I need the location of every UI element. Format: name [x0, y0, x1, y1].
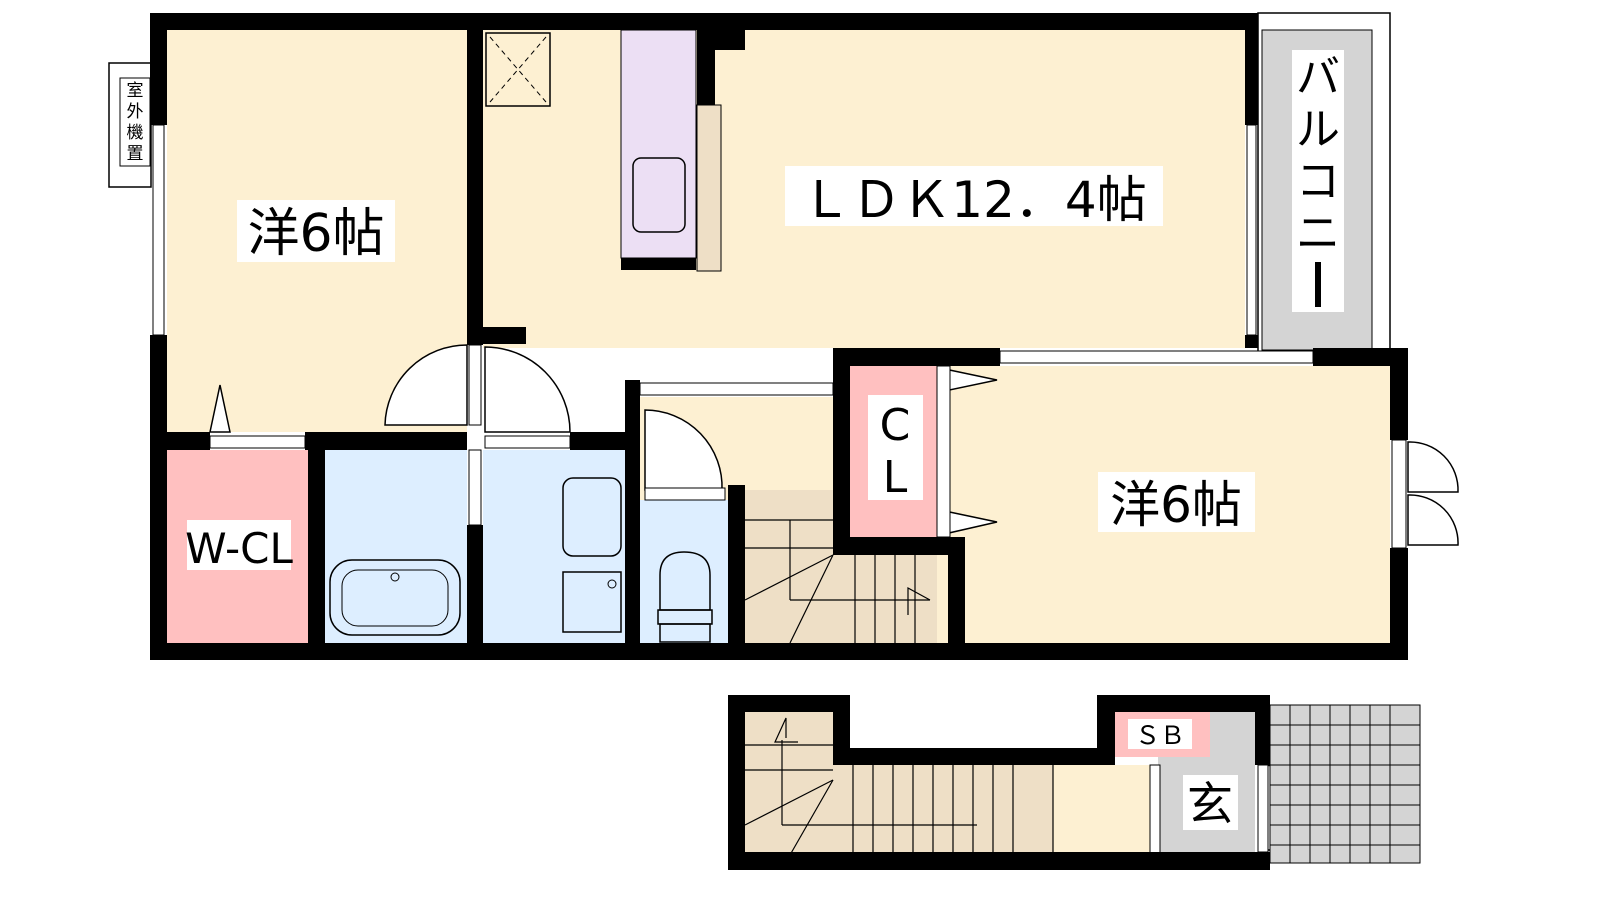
ldk-label: ＬＤＫ12．4帖	[801, 171, 1146, 229]
balcony-label: バ	[1296, 52, 1340, 103]
entrance-label: 玄	[1187, 777, 1233, 831]
kitchen-counter	[620, 29, 722, 272]
balcony-label: コ	[1296, 156, 1340, 207]
shoe-box-label: ＳＢ	[1135, 721, 1185, 750]
outdoor-unit-label: 室	[127, 81, 144, 101]
bathroom	[325, 450, 467, 643]
washroom	[483, 450, 625, 643]
western-room-2-label: 洋6帖	[1110, 476, 1242, 534]
outdoor-unit-label: 機	[127, 123, 144, 143]
outdoor-unit-label: 外	[127, 102, 144, 122]
balcony-label: ニ	[1296, 208, 1340, 259]
storage-x-icon	[485, 32, 551, 107]
outdoor-unit-label: 置	[127, 144, 144, 164]
walls	[150, 13, 1408, 660]
windows	[152, 124, 1407, 549]
entrance-area: ＳＢ 玄	[728, 695, 1421, 870]
western-room-1-label: 洋6帖	[247, 204, 384, 264]
balcony-label: ル	[1296, 104, 1340, 155]
washing-machine-icon	[562, 571, 622, 633]
walk-in-closet-label: W-CL	[185, 524, 293, 573]
toilet-room	[640, 500, 728, 643]
closet-label: L	[883, 452, 908, 503]
toilet-icon	[657, 551, 713, 643]
outdoor-unit-area: 室 外 機 置	[108, 62, 152, 188]
balcony: バ ル コ ニ	[1257, 12, 1391, 354]
stairs-lines	[744, 519, 931, 644]
bathtub-icon	[329, 559, 461, 636]
closet-label: C	[880, 400, 911, 451]
stairs	[745, 490, 833, 643]
stairs	[833, 555, 948, 643]
washbasin-icon	[562, 477, 622, 557]
sink-icon	[632, 157, 686, 233]
